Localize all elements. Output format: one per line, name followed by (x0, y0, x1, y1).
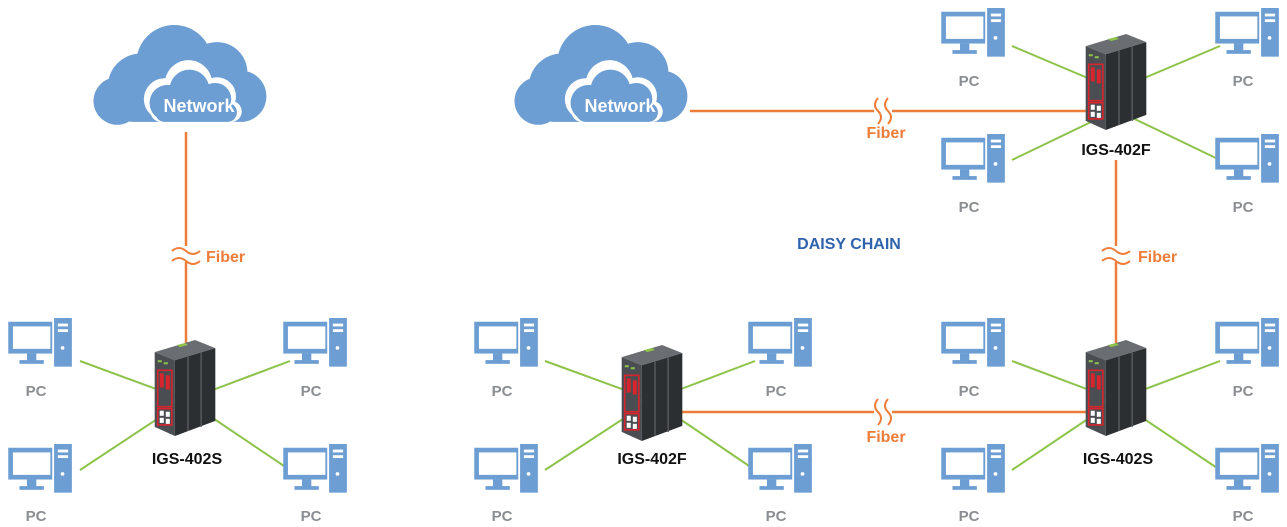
pc-label: PC (766, 383, 787, 400)
pc-label: PC (301, 508, 322, 525)
fiber-break-icon (874, 97, 892, 125)
pc-label: PC (959, 199, 980, 216)
pc-label: PC (959, 73, 980, 90)
pc-label: PC (492, 508, 513, 525)
switch-icon (621, 345, 683, 441)
fiber-lines (680, 109, 1118, 414)
pc-icon (941, 444, 1005, 493)
pc-icon (748, 318, 812, 367)
cloud-label: Network (584, 96, 656, 116)
pc-label: PC (959, 383, 980, 400)
fiber-break-icon (171, 246, 201, 265)
pc-label: PC (26, 383, 47, 400)
cloud-label: Network (163, 96, 235, 116)
pc-icon (8, 318, 72, 367)
pc-icon (1215, 134, 1279, 183)
switch-icon (154, 340, 216, 436)
fiber-break-icon (1101, 246, 1131, 265)
pc-icon (748, 444, 812, 493)
fiber-label: Fiber (866, 125, 905, 142)
pc-icon (283, 318, 347, 367)
pc-icon (941, 8, 1005, 57)
switch-label: IGS-402F (617, 451, 687, 468)
pc-icon (283, 444, 347, 493)
pc-icon (8, 444, 72, 493)
pc-label: PC (301, 383, 322, 400)
pc-label: PC (1233, 199, 1254, 216)
pc-label: PC (1233, 383, 1254, 400)
pc-icon (474, 444, 538, 493)
pc-label: PC (26, 508, 47, 525)
pc-label: PC (959, 508, 980, 525)
fiber-label: Fiber (1138, 249, 1177, 266)
pc-icon (1215, 444, 1279, 493)
switch-icon (1085, 340, 1147, 436)
pc-icon (941, 134, 1005, 183)
pc-icon (1215, 318, 1279, 367)
pc-label: PC (766, 508, 787, 525)
switch-label: IGS-402S (1083, 451, 1154, 468)
switch-icon (1085, 34, 1147, 130)
pc-label: PC (1233, 73, 1254, 90)
pc-label: PC (1233, 508, 1254, 525)
fiber-break-icon (874, 398, 892, 426)
pc-icon (474, 318, 538, 367)
pc-label: PC (492, 383, 513, 400)
network-cloud-icon: Network (514, 25, 688, 125)
switch-label: IGS-402S (152, 451, 223, 468)
network-cloud-icon: Network (93, 25, 267, 125)
fiber-label: Fiber (866, 429, 905, 446)
fiber-label: Fiber (206, 249, 245, 266)
switch-label: IGS-402F (1081, 142, 1151, 159)
daisy-chain-topology: DAISY CHAIN Fiber Fiber Fiber (474, 8, 1279, 525)
pc-icon (1215, 8, 1279, 57)
pc-icon (941, 318, 1005, 367)
daisy-chain-title: DAISY CHAIN (797, 236, 901, 253)
left-topology: Fiber Network IGS-402S PC PC PC PC (8, 25, 347, 525)
